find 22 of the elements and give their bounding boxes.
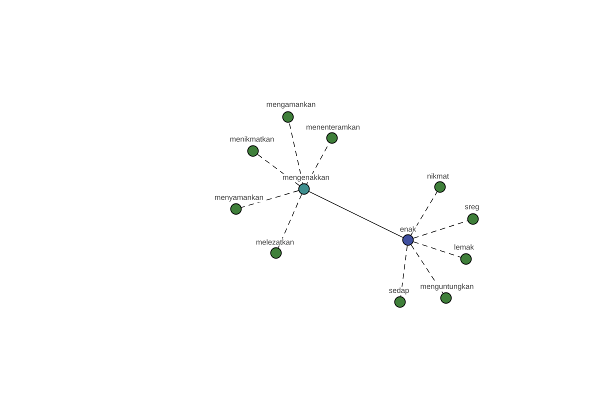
- graph-node: [247, 145, 259, 157]
- graph-node: [460, 253, 472, 265]
- connector-line: [241, 190, 299, 208]
- connector-line: [288, 122, 304, 184]
- connector-line: [413, 241, 461, 258]
- graph-node: [402, 234, 414, 246]
- graph-node: [230, 203, 242, 215]
- graph-node: [298, 183, 310, 195]
- connector-line: [410, 192, 438, 236]
- graph-node: [270, 247, 282, 259]
- connector-line: [410, 244, 444, 294]
- graph-node: [434, 181, 446, 193]
- connector-line: [308, 191, 404, 238]
- graph-node: [326, 132, 338, 144]
- graph-node: [282, 111, 294, 123]
- graph-node: [440, 292, 452, 304]
- connector-line: [257, 154, 300, 186]
- connector-line: [278, 194, 302, 248]
- connector-line: [413, 220, 468, 239]
- connector-line: [400, 245, 408, 297]
- graph-node: [467, 213, 479, 225]
- graph-node: [394, 296, 406, 308]
